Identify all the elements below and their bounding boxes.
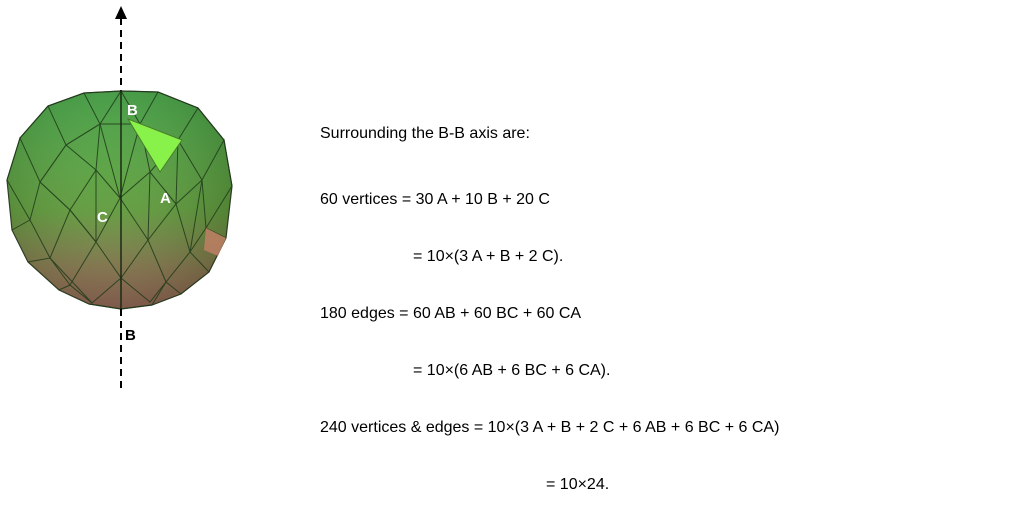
description-text: Surrounding the B-B axis are: 60 vertice… [320,86,1010,513]
geodesic-sphere-figure: B A C B [0,0,250,388]
vertices-equation-line2: = 10×(3 A + B + 2 C). [413,248,564,265]
label-c: C [97,209,108,226]
vertices-equation-line1: 60 vertices = 30 A + 10 B + 20 C [320,191,550,208]
edges-equation-line1: 180 edges = 60 AB + 60 BC + 60 CA [320,305,582,322]
highlighted-face [126,118,183,173]
axis-arrowhead [115,6,127,19]
label-b-bottom: B [125,327,136,344]
side-face [204,228,226,256]
label-b-top: B [127,102,138,119]
geodesic-sphere-diagram: B A C B [6,6,233,388]
heading-text: Surrounding the B-B axis are: [320,125,530,142]
label-a: A [160,190,171,207]
edges-equation-line2: = 10×(6 AB + 6 BC + 6 CA). [413,362,611,379]
total-equation-line2: = 10×24. [546,476,610,493]
total-equation-line1: 240 vertices & edges = 10×(3 A + B + 2 C… [320,419,780,436]
